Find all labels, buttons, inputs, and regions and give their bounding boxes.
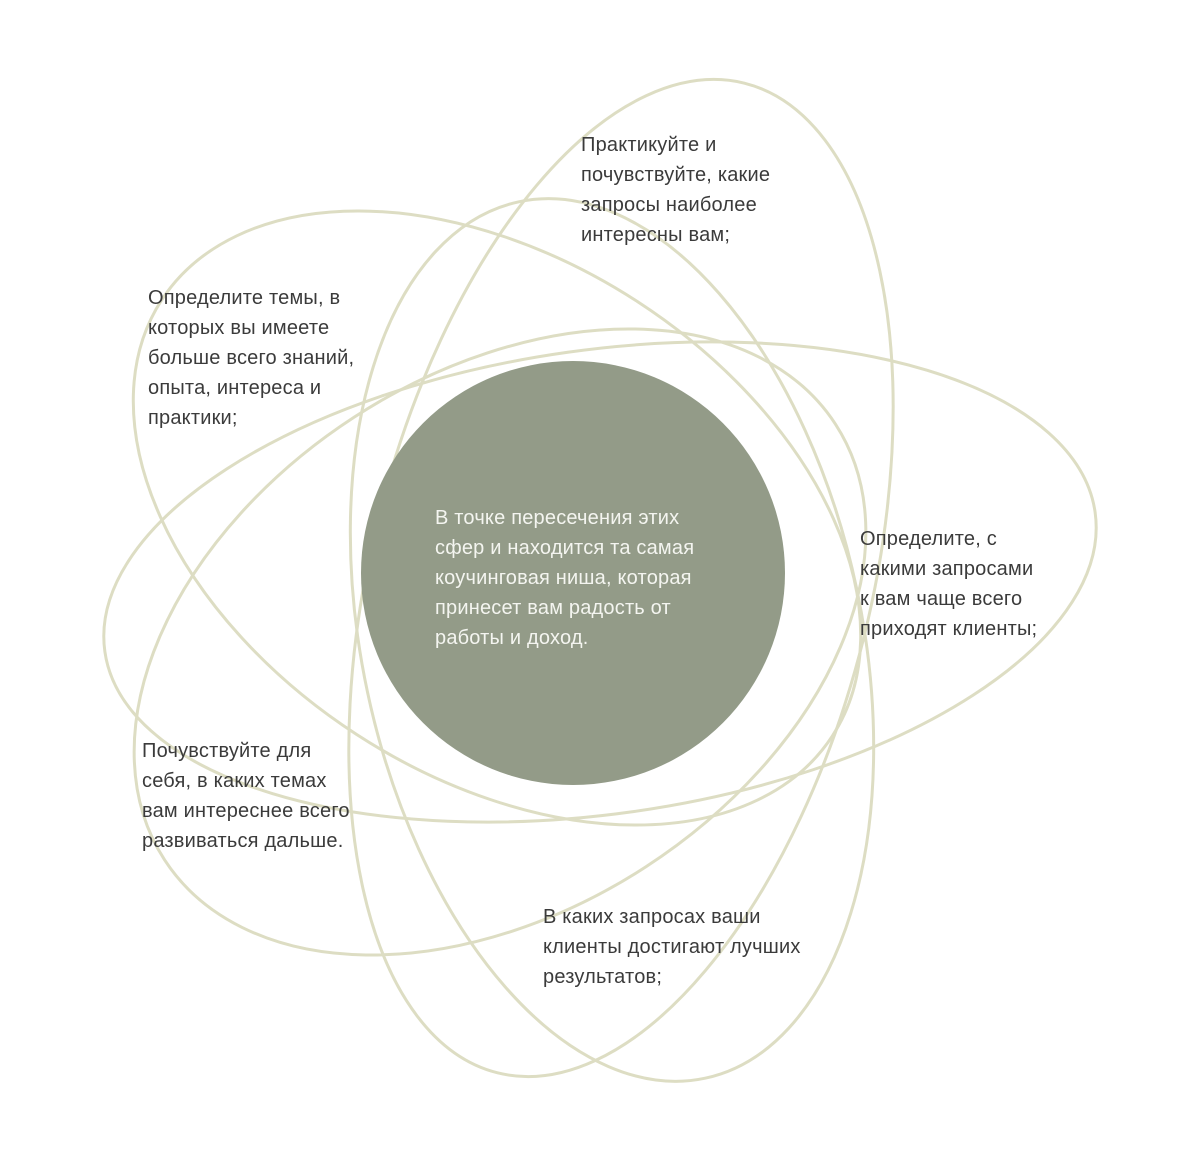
petal-label-line: больше всего знаний,: [148, 347, 355, 369]
petal-ellipse-upper-left: [131, 209, 863, 827]
petal-label-line: развиваться дальше.: [142, 830, 344, 852]
petal-label-right: Определите, с какими запросами к вам чащ…: [860, 524, 1037, 644]
petal-ellipse-bottom: [348, 197, 876, 1083]
petal-label-line: В каких запросах ваши: [543, 906, 761, 928]
petal-label-line: клиенты достигают лучших: [543, 936, 801, 958]
center-text-line: В точке пересечения этих: [435, 507, 680, 529]
petal-label-line: запросы наиболее: [581, 194, 757, 216]
center-circle: [361, 361, 785, 785]
center-text-line: принесет вам радость от: [435, 597, 671, 619]
petal-label-top: Практикуйте и почувствуйте, какие запрос…: [581, 130, 770, 250]
petal-label-line: практики;: [148, 407, 238, 429]
petal-label-line: Определите, с: [860, 528, 997, 550]
petal-label-lower-left: Почувствуйте для себя, в каких темах вам…: [142, 736, 350, 856]
petal-label-line: какими запросами: [860, 558, 1034, 580]
petal-label-line: Почувствуйте для: [142, 740, 312, 762]
center-text-line: сфер и находится та самая: [435, 537, 695, 559]
center-text: В точке пересечения этих сфер и находитс…: [435, 503, 694, 653]
petal-label-line: интересны вам;: [581, 224, 731, 246]
petal-label-line: себя, в каких темах: [142, 770, 327, 792]
petal-ellipse-right: [102, 340, 1098, 824]
petal-label-line: опыта, интереса и: [148, 377, 322, 399]
center-text-line: коучинговая ниша, которая: [435, 567, 692, 589]
center-text-line: работы и доход.: [435, 627, 589, 649]
petal-label-line: Определите темы, в: [148, 287, 341, 309]
petal-ellipse-lower-left: [132, 327, 868, 957]
petal-label-line: которых вы имеете: [148, 317, 330, 339]
petal-label-line: вам интереснее всего: [142, 800, 350, 822]
petal-label-line: Практикуйте и: [581, 134, 717, 156]
petal-label-bottom: В каких запросах ваши клиенты достигают …: [543, 902, 801, 992]
petal-label-line: почувствуйте, какие: [581, 164, 771, 186]
petal-label-line: результатов;: [543, 966, 663, 988]
petal-label-upper-left: Определите темы, в которых вы имеете бол…: [148, 283, 354, 433]
petal-label-line: к вам чаще всего: [860, 588, 1023, 610]
petal-label-line: приходят клиенты;: [860, 618, 1038, 640]
